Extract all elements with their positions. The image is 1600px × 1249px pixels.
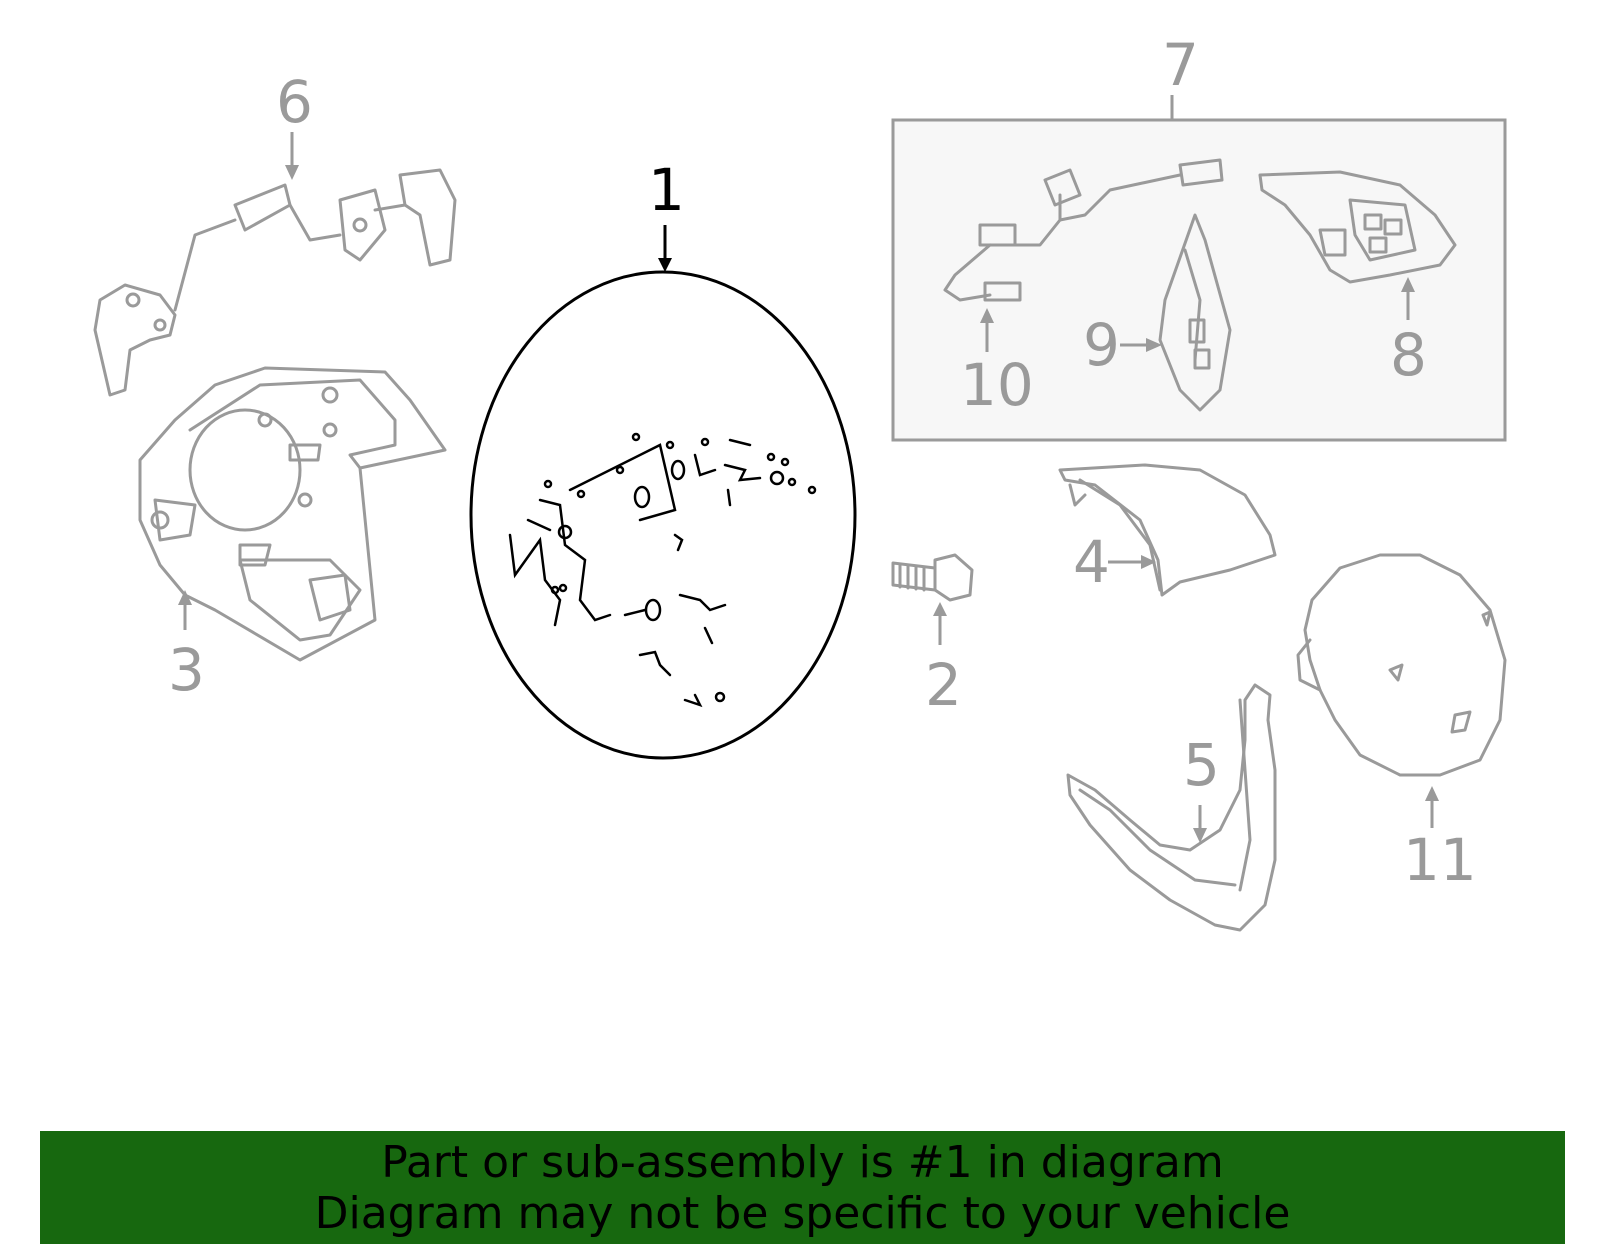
callout-3: 3 (168, 636, 205, 704)
part-5-lower-trim (1066, 683, 1277, 932)
part-11-horn-pad (1296, 553, 1507, 777)
part-2-bolt (891, 553, 974, 602)
arrow-9 (1146, 338, 1162, 352)
arrow-3 (178, 590, 192, 605)
arrow-5 (1193, 828, 1207, 843)
callout-10: 10 (960, 351, 1034, 419)
part-1-steering-wheel-detail (469, 270, 857, 760)
banner-line-part: Part or sub-assembly is #1 in diagram (381, 1136, 1224, 1188)
callout-2: 2 (925, 651, 962, 719)
callout-1: 1 (648, 156, 685, 224)
part-4-cover (1058, 463, 1277, 597)
callout-11: 11 (1403, 826, 1477, 894)
part-8-right-switch (1258, 170, 1457, 284)
arrow-1 (658, 258, 672, 272)
part-9-left-switch (1158, 213, 1232, 412)
callout-4: 4 (1073, 528, 1110, 596)
callout-6: 6 (276, 68, 313, 136)
callout-8: 8 (1390, 321, 1427, 389)
arrow-6 (285, 165, 299, 180)
part-7-group-box (891, 118, 1507, 442)
banner-line-disclaimer: Diagram may not be specific to your vehi… (314, 1187, 1291, 1239)
callout-5: 5 (1183, 731, 1220, 799)
arrow-10 (980, 308, 994, 323)
arrow-4 (1141, 555, 1156, 569)
arrow-11 (1425, 786, 1439, 801)
arrow-8 (1401, 277, 1415, 292)
callout-7: 7 (1162, 31, 1199, 99)
arrow-2 (933, 602, 947, 616)
info-banner: Part or sub-assembly is #1 in diagram Di… (40, 1131, 1565, 1244)
part-6-paddle-switch (93, 168, 457, 397)
part-10-wire-harness (943, 158, 1224, 302)
callout-9: 9 (1083, 311, 1120, 379)
part-3-back-cover (138, 366, 447, 662)
